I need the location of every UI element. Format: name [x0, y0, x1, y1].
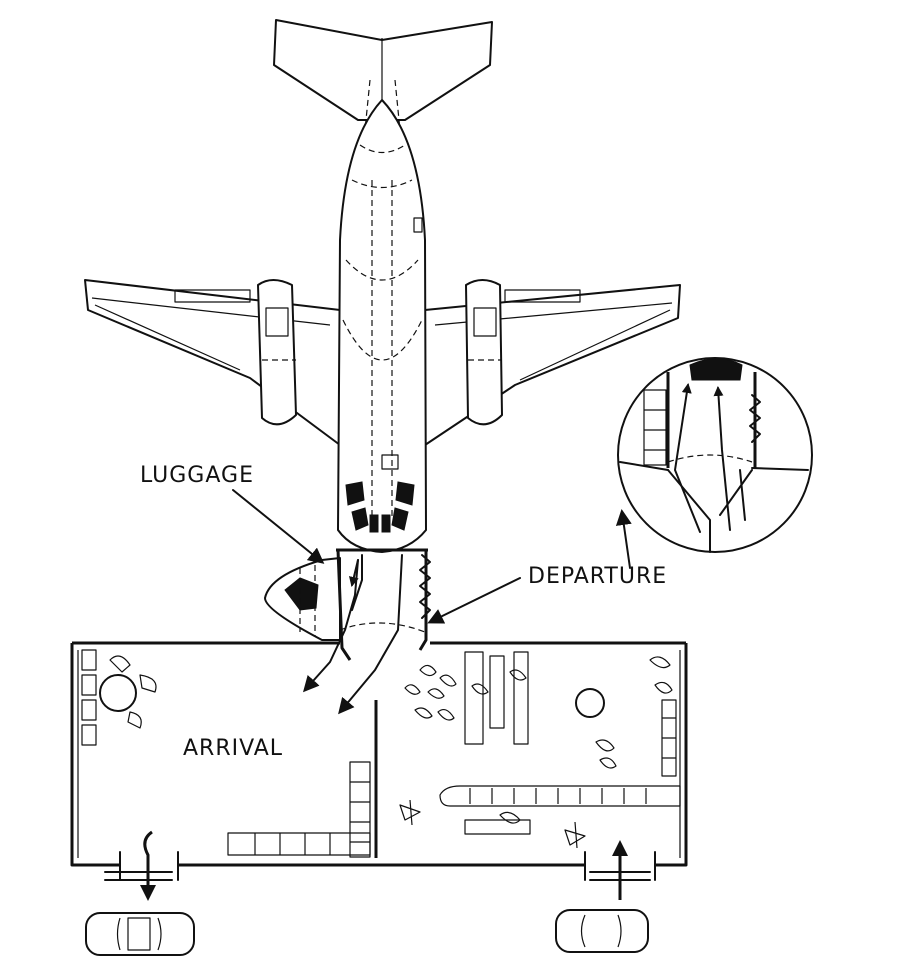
airplane [84, 19, 681, 553]
terminal-building [70, 641, 688, 881]
luggage-cart [264, 557, 341, 641]
arrival-lounge-furniture [81, 649, 371, 858]
departure-label: DEPARTURE [528, 564, 667, 589]
departure-lounge-furniture [399, 651, 681, 849]
cockpit-windows [345, 481, 415, 533]
departure-detail-leader-arrow [615, 509, 632, 569]
jetway [303, 548, 431, 715]
jetway-detail-magnifier [617, 357, 813, 553]
arrival-label: ARRIVAL [183, 736, 283, 761]
exit-arrow [140, 830, 156, 901]
left-engine [257, 279, 297, 426]
arrival-car [85, 912, 195, 956]
fuselage [337, 99, 427, 553]
departure-car [555, 909, 649, 953]
right-engine [465, 279, 503, 426]
luggage-label: LUGGAGE [140, 463, 254, 488]
luggage-leader-arrow [232, 489, 325, 564]
departure-leader-arrow [427, 577, 521, 624]
left-wing [84, 279, 341, 446]
